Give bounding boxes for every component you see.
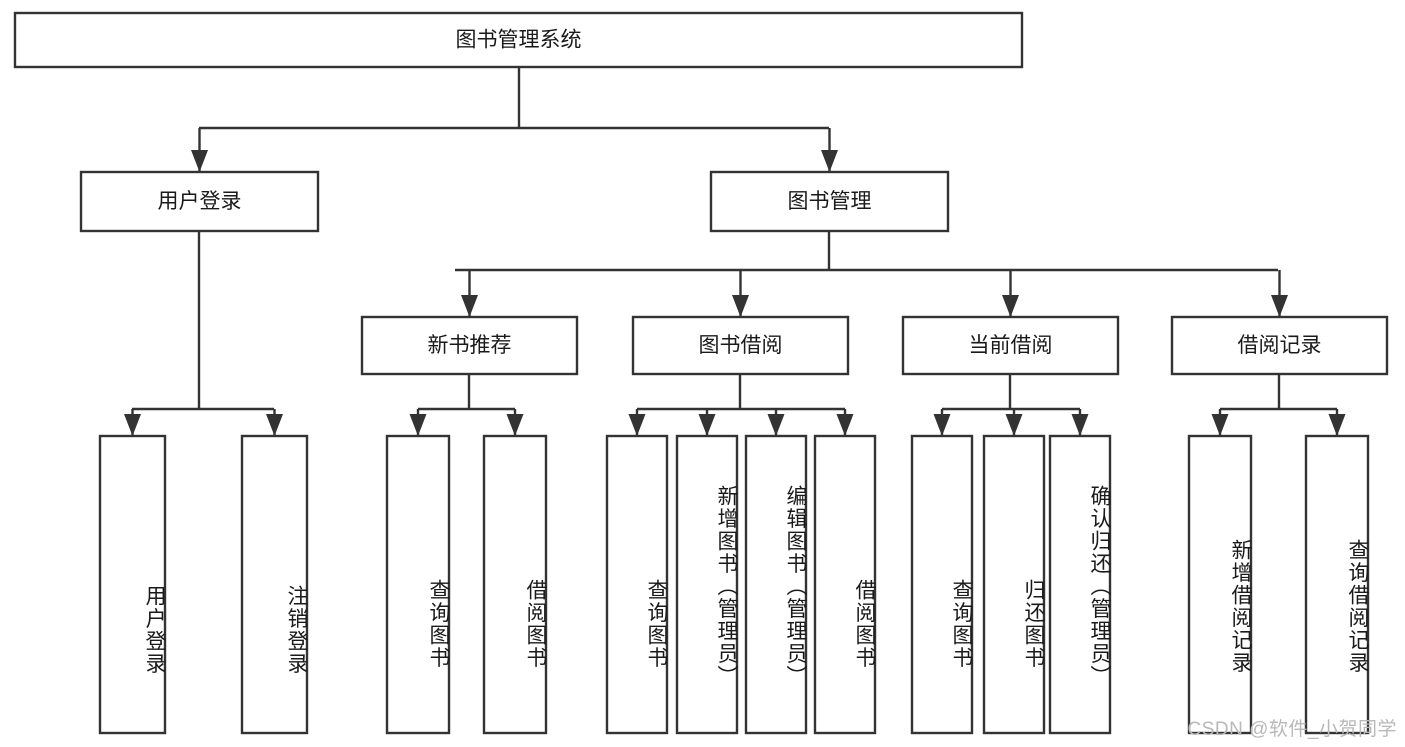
node-leaf-confirm-return-admin-box[interactable] <box>1048 434 1112 735</box>
node-leaf-borrow-book-1-box[interactable] <box>482 434 548 735</box>
level3-arrow-head <box>461 295 478 317</box>
leaf-arrow-head <box>266 414 283 436</box>
node-current-borrow-label: 当前借阅 <box>969 334 1053 357</box>
node-leaf-return-book-box[interactable] <box>982 434 1046 735</box>
level2-arrow-head <box>191 150 208 172</box>
leaf-arrow-head <box>506 414 524 436</box>
level3-arrow-head <box>732 295 749 317</box>
leaf-arrow-head <box>836 414 854 436</box>
level3-arrow-head <box>1002 295 1019 317</box>
node-leaf-query-borrow-record-box[interactable] <box>1304 434 1370 735</box>
leaf-arrow-head <box>698 414 716 436</box>
leaf-arrow-head <box>933 414 951 436</box>
node-new-book-recommend-box[interactable] <box>360 315 579 376</box>
root-node-box[interactable] <box>13 11 1024 69</box>
node-leaf-query-book-1-box[interactable] <box>385 434 451 735</box>
leaf-arrow-head <box>1005 414 1023 436</box>
node-borrow-record-label: 借阅记录 <box>1238 334 1322 357</box>
level3-arrow-head <box>1271 295 1288 317</box>
node-user-login-label: 用户登录 <box>158 190 242 213</box>
leaf-arrow-head <box>767 414 785 436</box>
leaf-arrow-head <box>1071 414 1089 436</box>
root-node-label: 图书管理系统 <box>456 29 582 52</box>
leaf-arrow-head <box>1328 414 1346 436</box>
csdn-watermark: CSDN @软件_小贺同学 <box>1187 719 1397 740</box>
node-user-login-box[interactable] <box>79 170 320 233</box>
leaf-arrow-head <box>1211 414 1229 436</box>
node-new-book-recommend-label: 新书推荐 <box>428 334 512 357</box>
node-book-management-box[interactable] <box>709 170 950 233</box>
node-leaf-edit-book-admin-box[interactable] <box>744 434 808 735</box>
node-leaf-add-borrow-record-box[interactable] <box>1187 434 1253 735</box>
connector-layer <box>124 67 1346 436</box>
level2-arrow-head <box>821 150 838 172</box>
node-leaf-query-book-3-box[interactable] <box>910 434 974 735</box>
node-leaf-query-book-2-box[interactable] <box>605 434 669 735</box>
node-borrow-record-box[interactable] <box>1170 315 1389 376</box>
node-box-layer <box>13 11 1389 735</box>
node-leaf-borrow-book-2-box[interactable] <box>813 434 877 735</box>
node-current-borrow-box[interactable] <box>901 315 1120 376</box>
node-book-borrow-label: 图书借阅 <box>699 334 783 357</box>
node-book-management-label: 图书管理 <box>788 190 872 213</box>
node-leaf-add-book-admin-box[interactable] <box>675 434 739 735</box>
leaf-arrow-head <box>409 414 427 436</box>
leaf-arrow-head <box>628 414 646 436</box>
leaf-arrow-head <box>124 414 141 436</box>
node-leaf-user-login-box[interactable] <box>98 434 167 735</box>
node-book-borrow-box[interactable] <box>631 315 850 376</box>
node-leaf-logout-login-box[interactable] <box>240 434 309 735</box>
